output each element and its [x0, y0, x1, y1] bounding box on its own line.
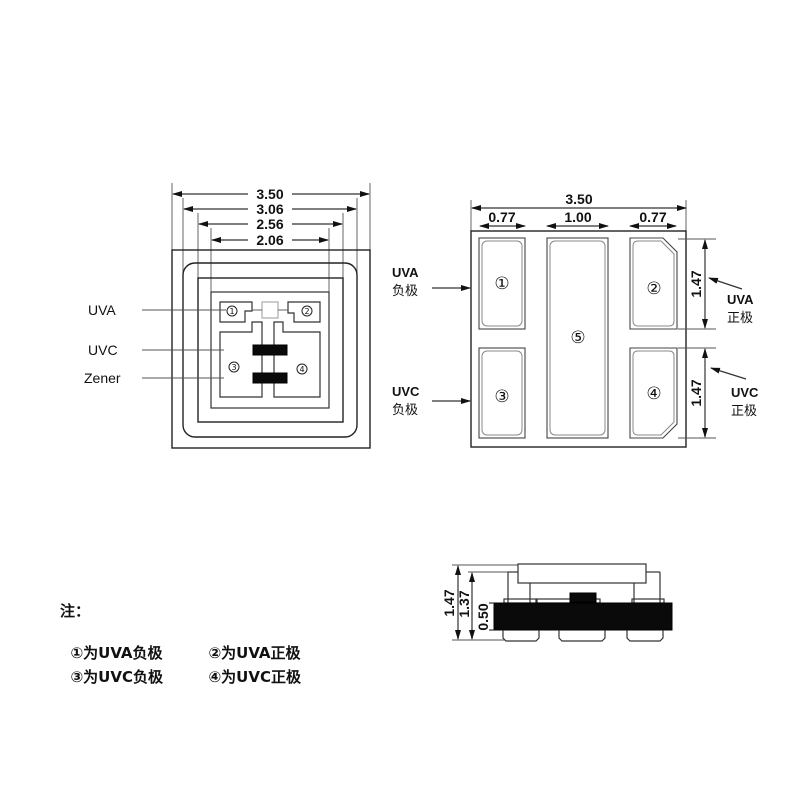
pad-label-5: ⑤ — [570, 328, 585, 348]
led-chip — [261, 301, 279, 319]
dim-upper-pad-height: 1.47 — [688, 270, 704, 297]
pad-number-1: 1 — [229, 307, 234, 316]
side-pad — [558, 630, 606, 642]
note-item-2: ②为UVA正极 — [208, 644, 301, 662]
package-outline — [171, 249, 371, 449]
top-view: 3.50 3.06 2.56 2.06 1 2 — [84, 183, 371, 449]
pad-label-3: ③ — [494, 387, 509, 407]
side-view: 1.47 1.37 0.50 — [441, 563, 673, 642]
dim-lower-pad-height: 1.47 — [688, 379, 704, 406]
callout-uvc-neg-line2: 负极 — [392, 403, 418, 418]
pad-number-3: 3 — [231, 363, 236, 372]
pad-label-4: ④ — [646, 384, 661, 404]
callout-uva-pos-line2: 正极 — [727, 311, 753, 326]
pad-number-circle — [296, 363, 308, 375]
pad-label-2: ② — [646, 279, 661, 299]
dim-base-height: 0.50 — [475, 603, 491, 630]
callout-uvc-neg-line1: UVC — [392, 384, 420, 399]
pad-inner-outline — [632, 240, 675, 327]
frame-ledge — [631, 598, 665, 604]
dim-width-2-56: 2.56 — [256, 216, 283, 232]
callout-arrow-uva-pos — [708, 277, 743, 290]
bottom-view: 3.50 0.77 1.00 0.77 ① ② ③ ④ ⑤ — [392, 191, 759, 448]
pad-number-2: 2 — [304, 307, 309, 316]
dim-overall-width: 3.50 — [565, 191, 592, 207]
pad-inner-outline — [549, 240, 606, 436]
label-uva: UVA — [88, 302, 116, 318]
note-item-1: ①为UVA负极 — [70, 644, 163, 662]
callout-uvc-pos-line2: 正极 — [731, 404, 757, 419]
note-item-4: ④为UVC正极 — [208, 668, 301, 686]
substrate-body — [493, 602, 673, 631]
dim-center-pad-width: 1.00 — [564, 209, 591, 225]
zener-chip — [252, 372, 288, 384]
package-bottom-outline — [470, 230, 687, 448]
callout-uva-neg-line2: 负极 — [392, 284, 418, 299]
pad-inner-outline — [481, 240, 523, 327]
pad-number-circle — [301, 305, 313, 317]
bottom-pad-1 — [478, 237, 526, 330]
label-zener: Zener — [84, 370, 121, 386]
pad-number-circle — [226, 305, 238, 317]
die-pad-4 — [273, 321, 321, 398]
frame-ledge — [503, 598, 537, 604]
callout-arrow-uvc-pos — [710, 367, 747, 380]
uvc-chip — [252, 344, 288, 356]
pad-inner-outline — [632, 350, 675, 436]
pad-label-1: ① — [494, 274, 509, 294]
callout-uva-neg-line1: UVA — [392, 265, 419, 280]
callout-uvc-pos-line1: UVC — [731, 385, 759, 400]
side-chip — [569, 592, 597, 603]
die-pad-1 — [219, 301, 253, 323]
dim-total-height: 1.47 — [441, 589, 457, 616]
label-uvc: UVC — [88, 342, 118, 358]
glass-lid — [517, 563, 647, 584]
pad-inner-outline — [481, 350, 523, 436]
die-pad-3 — [219, 321, 263, 398]
notes-row-1: ①为UVA负极 ②为UVA正极 — [60, 624, 301, 663]
side-pad — [626, 630, 664, 642]
dim-right-pad-width: 0.77 — [639, 209, 666, 225]
dim-width-2-06: 2.06 — [256, 232, 283, 248]
dim-body-height: 1.37 — [456, 590, 472, 617]
pad-number-circle — [228, 361, 240, 373]
side-pad — [502, 630, 540, 642]
dim-left-pad-width: 0.77 — [488, 209, 515, 225]
notes-row-2: ③为UVC负极 ④为UVC正极 — [60, 648, 301, 687]
bottom-pad-2 — [629, 237, 678, 330]
die-pad-2 — [287, 301, 321, 323]
dim-width-3-06: 3.06 — [256, 201, 283, 217]
bottom-pad-3 — [478, 347, 526, 439]
pad-number-4: 4 — [299, 365, 304, 374]
notes-title: 注： — [60, 602, 91, 620]
callout-uva-pos-line1: UVA — [727, 292, 754, 307]
bottom-pad-4 — [629, 347, 678, 439]
note-item-3: ③为UVC负极 — [70, 668, 163, 686]
bottom-pad-5 — [546, 237, 609, 439]
dim-width-3-50: 3.50 — [256, 186, 283, 202]
